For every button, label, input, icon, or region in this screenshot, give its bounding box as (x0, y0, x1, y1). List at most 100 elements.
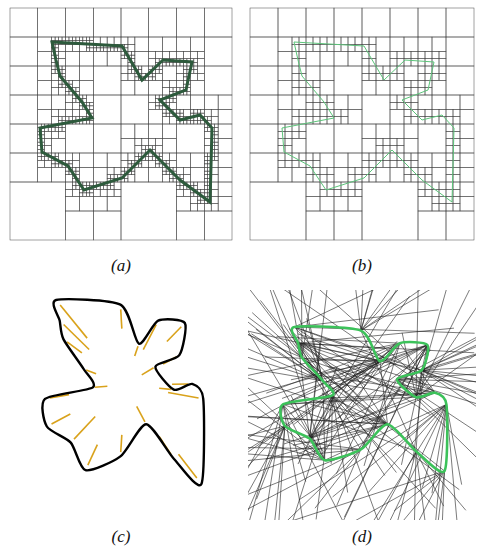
quadtree-cell (114, 168, 121, 175)
quadtree-cell (62, 117, 65, 121)
quadtree-cell (66, 175, 73, 182)
triangulation-edge (446, 404, 461, 484)
triangulation-edge (248, 290, 302, 358)
quadtree-cell (292, 95, 306, 110)
quadtree-cell (52, 160, 55, 164)
quadtree-cell (187, 91, 190, 95)
quadtree-cell (100, 48, 103, 52)
quadtree-cell (138, 164, 141, 168)
quadtree-cell (446, 8, 474, 37)
quadtree-cell (320, 44, 327, 51)
quadtree-cell (446, 146, 453, 153)
quadtree-cell (446, 168, 453, 175)
quadtree-cell (397, 102, 404, 109)
triangulation-edge (256, 426, 284, 499)
quadtree-cell (418, 59, 425, 66)
quadtree-cell (163, 37, 177, 52)
quadtree-cell (292, 131, 299, 138)
medial-axis-branch (142, 368, 154, 375)
triangulation-edge (373, 451, 416, 520)
triangulation-edge (323, 381, 416, 397)
triangulation-edge (380, 361, 388, 424)
quadtree-cell (45, 160, 52, 167)
quadtree-cell (86, 37, 89, 41)
quadtree-cell (306, 52, 320, 67)
triangulation-edge (361, 290, 460, 331)
quadtree-cell (135, 139, 142, 146)
quadtree-cell (306, 211, 334, 240)
quadtree-cell (72, 99, 75, 103)
quadtree-cell (299, 44, 306, 51)
quadtree-cell (432, 52, 439, 59)
quadtree-cell (453, 168, 460, 175)
quadtree-cell (59, 164, 62, 168)
quadtree-cell (204, 131, 211, 138)
quadtree-cell (145, 157, 148, 161)
quadtree-cell (313, 117, 320, 124)
quadtree-cell (72, 168, 75, 172)
quadtree-cell (38, 66, 52, 81)
quadtree-cell (215, 128, 218, 132)
quadtree-cell (66, 211, 94, 240)
quadtree-cell (453, 146, 460, 153)
quadtree-cell (93, 8, 121, 37)
quadtree-cell (460, 139, 474, 154)
quadtree-cell (156, 164, 159, 168)
triangulation-edge (302, 358, 388, 425)
quadtree-cell (131, 55, 134, 59)
triangulation-edge (298, 395, 332, 464)
quadtree-cell (59, 44, 66, 51)
triangulation-edge (248, 300, 302, 358)
quadtree-cell (86, 102, 89, 106)
quadtree-cell (278, 110, 292, 125)
quadtree-cell (201, 189, 204, 193)
quadtree-cell (299, 81, 306, 88)
quadtree-coarse (250, 8, 474, 240)
quadtree-cell (204, 211, 232, 240)
quadtree-cell (383, 153, 390, 160)
quadtree-cell (83, 182, 86, 186)
quadtree-cell (432, 73, 439, 80)
triangulation-edge (361, 379, 397, 449)
quadtree-cell (107, 186, 110, 190)
quadtree-cell (183, 168, 190, 175)
quadtree-cell (76, 171, 79, 175)
quadtree-cell (79, 168, 93, 183)
quadtree-cell (10, 95, 38, 124)
quadtree-cell (177, 37, 191, 52)
quadtree-cell (149, 168, 163, 183)
quadtree-cell (313, 168, 320, 175)
quadtree-cell (362, 153, 369, 160)
quadtree-cell (299, 37, 306, 44)
quadtree-cell (432, 81, 446, 96)
quadtree-cell (52, 66, 55, 70)
quadtree-cell (306, 110, 313, 117)
quadtree-cell (355, 182, 362, 189)
quadtree-cell (79, 66, 93, 81)
quadtree-cell (177, 95, 191, 110)
quadtree-cell (204, 160, 207, 164)
quadtree-cell (218, 197, 232, 212)
quadtree-cell (334, 124, 362, 153)
quadtree-cell (211, 189, 218, 196)
quadtree-cell (418, 117, 425, 124)
quadtree-cell (218, 182, 232, 197)
quadtree-cell (121, 59, 128, 66)
quadtree-cell (114, 48, 117, 52)
quadtree-cell (131, 171, 134, 175)
quadtree-cell (159, 66, 162, 70)
quadtree-cell (320, 153, 334, 168)
quadtree-cell (369, 66, 376, 73)
quadtree-cell (59, 117, 62, 121)
quadtree-cell (306, 197, 320, 212)
quadtree-cell (131, 160, 134, 164)
quadtree-cell (149, 37, 163, 52)
quadtree-cell (149, 8, 177, 37)
triangulation-edge (248, 404, 283, 520)
quadtree-cell (190, 120, 193, 124)
quadtree-cell (107, 37, 114, 44)
quadtree-cell (38, 110, 52, 125)
quadtree-cell (66, 182, 73, 189)
quadtree-cell (218, 124, 232, 139)
medial-axis-branch (52, 414, 71, 424)
